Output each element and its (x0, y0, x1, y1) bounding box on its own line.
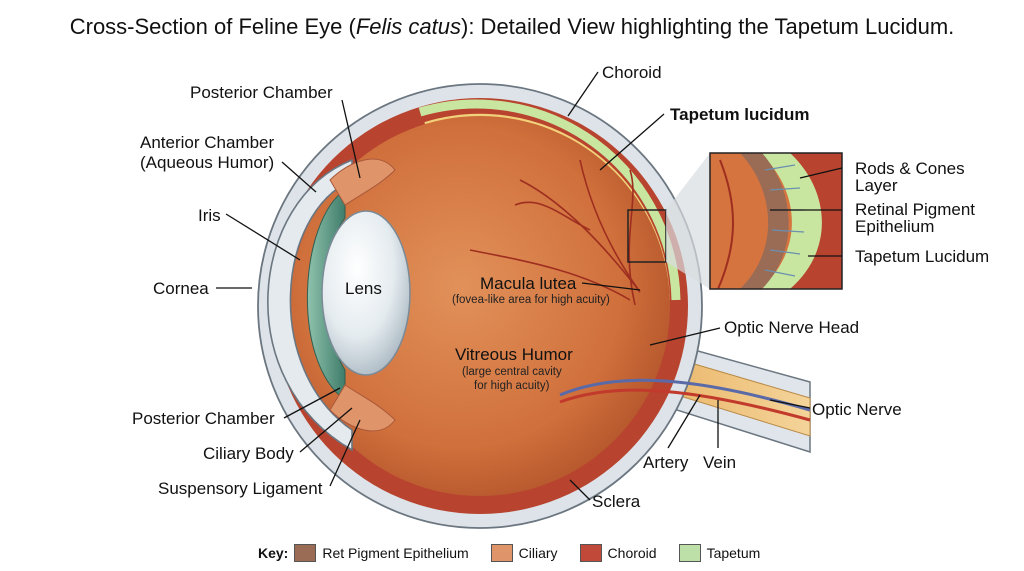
title-species: Felis catus (355, 14, 461, 39)
cornea-shape (267, 158, 353, 452)
label-rpe-2: Epithelium (855, 217, 934, 236)
label-sclera: Sclera (592, 492, 641, 511)
label-optic-nerve-head: Optic Nerve Head (724, 318, 859, 337)
retina-inset (710, 153, 842, 289)
label-vitreous-note-1: (large central cavity (462, 366, 562, 378)
legend-swatch-tapetum (678, 544, 701, 562)
legend-item-rpe: Ret Pigment Epithelium (294, 544, 469, 562)
label-ciliary-body: Ciliary Body (203, 444, 294, 463)
label-vitreous-humor: Vitreous Humor (455, 345, 573, 364)
legend-swatch-ciliary (490, 544, 513, 562)
zoom-connector (666, 153, 710, 289)
inset-frame (709, 152, 843, 290)
legend-label-tapetum: Tapetum (706, 545, 761, 561)
legend-label-choroid: Choroid (607, 545, 657, 561)
label-vitreous-note-2: for high acuity) (474, 380, 550, 392)
label-suspensory-ligament: Suspensory Ligament (158, 479, 323, 498)
vein-line (559, 378, 811, 412)
legend-item-choroid: Choroid (579, 544, 657, 562)
label-macula-lutea: Macula lutea (480, 274, 577, 293)
label-tapetum-inset: Tapetum Lucidum (855, 247, 989, 266)
legend-item-ciliary: Ciliary (490, 544, 558, 562)
label-cornea: Cornea (153, 279, 209, 298)
label-anterior-chamber: Anterior Chamber (140, 133, 275, 152)
page-title: Cross-Section of Feline Eye (Felis catus… (0, 14, 1024, 40)
title-prefix: Cross-Section of Feline Eye ( (69, 14, 356, 39)
label-optic-nerve: Optic Nerve (812, 400, 902, 419)
label-vein: Vein (703, 453, 736, 472)
lens-shape (321, 210, 411, 376)
legend-swatch-choroid (579, 544, 602, 562)
label-rpe-1: Retinal Pigment (855, 200, 975, 219)
legend-label-ciliary: Ciliary (518, 545, 558, 561)
label-lens: Lens (345, 279, 382, 298)
label-aqueous-humor: (Aqueous Humor) (140, 153, 274, 172)
title-suffix: ): Detailed View highlighting the Tapetu… (461, 14, 955, 39)
legend: Key: Ret Pigment Epithelium Ciliary Chor… (258, 542, 782, 564)
label-artery: Artery (643, 453, 689, 472)
label-posterior-chamber-bottom: Posterior Chamber (132, 409, 275, 428)
label-posterior-chamber-top: Posterior Chamber (190, 83, 333, 102)
leader-lines (216, 71, 843, 501)
legend-swatch-rpe (294, 544, 317, 562)
legend-item-tapetum: Tapetum (678, 544, 761, 562)
label-macula-note: (fovea-like area for high acuity) (452, 294, 610, 306)
label-rods-cones-2: Layer (855, 176, 898, 195)
ciliary-top (329, 158, 396, 206)
ciliary-bottom (329, 384, 396, 432)
label-tapetum-lucidum: Tapetum lucidum (670, 105, 809, 124)
vitreous-body (290, 116, 670, 496)
legend-title: Key: (258, 545, 289, 561)
label-iris: Iris (198, 206, 221, 225)
label-choroid: Choroid (602, 63, 662, 82)
label-rods-cones-1: Rods & Cones (855, 159, 965, 178)
retinal-vessels (469, 159, 641, 306)
artery-line (559, 388, 811, 422)
legend-label-rpe: Ret Pigment Epithelium (322, 545, 469, 561)
